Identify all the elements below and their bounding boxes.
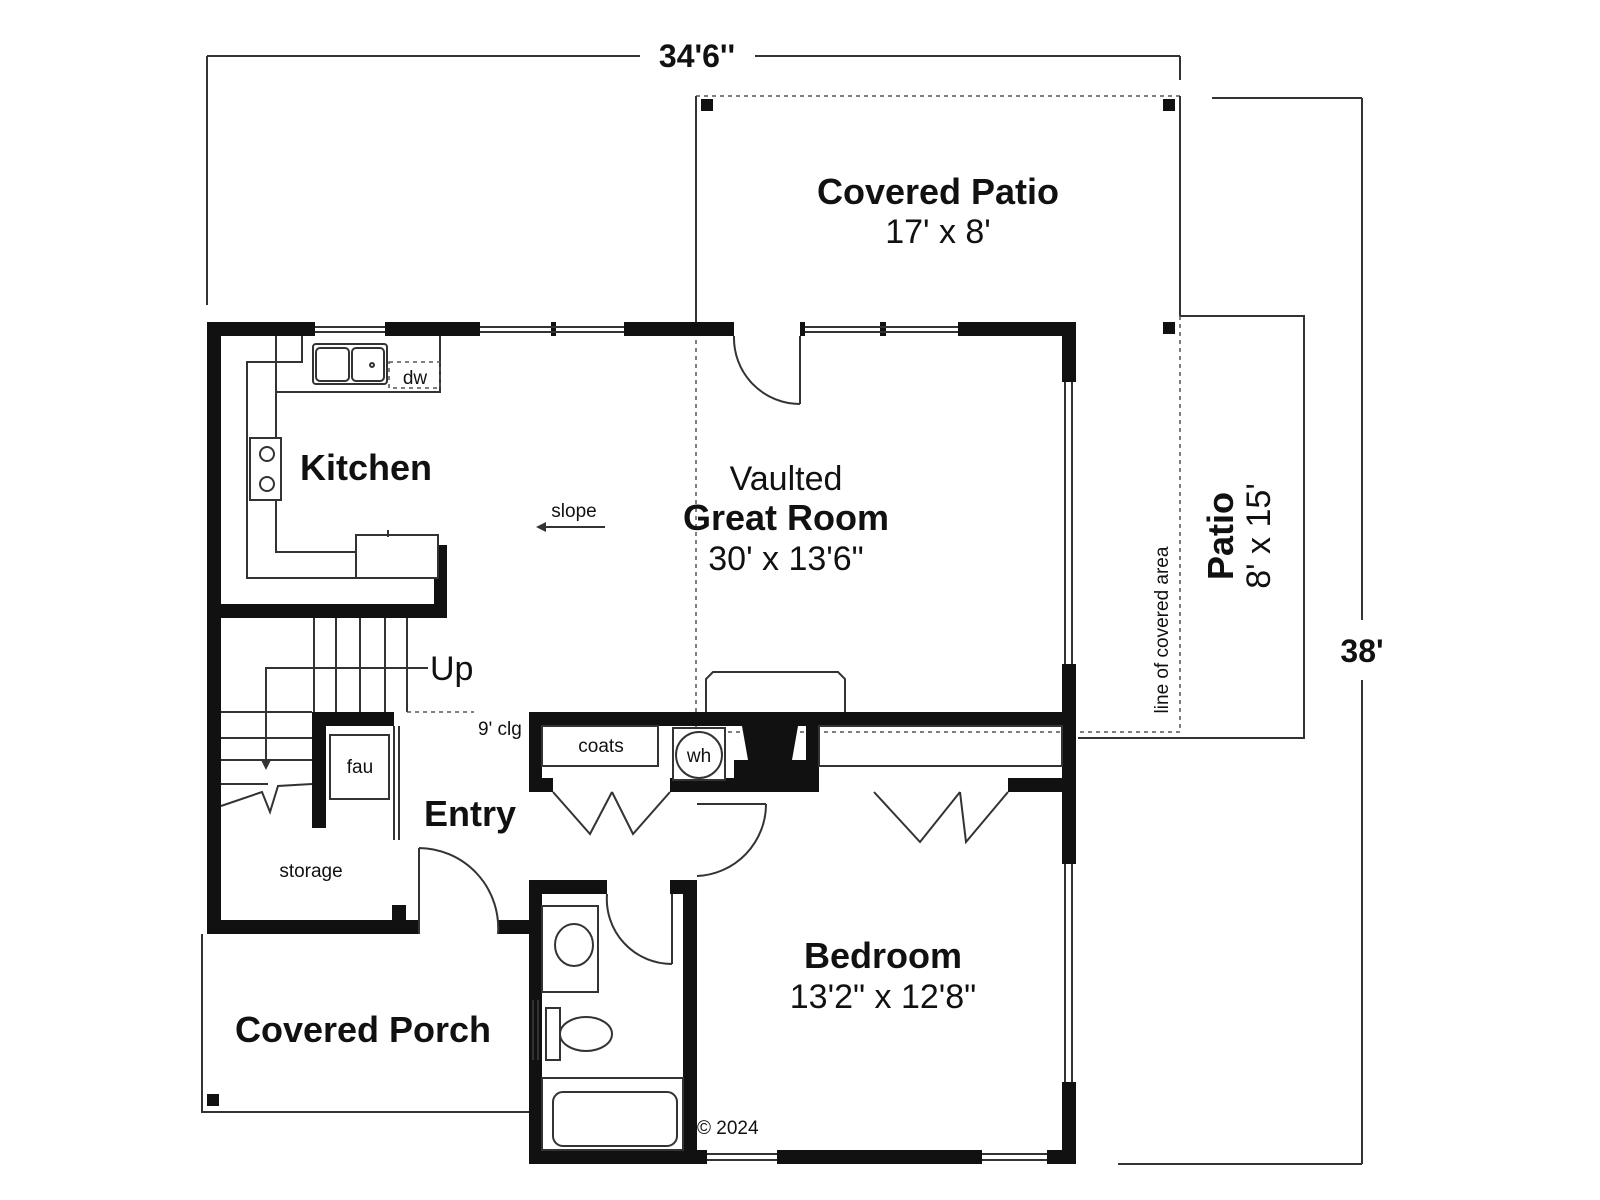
bathroom-vanity [541,905,599,993]
furnace-unit [329,726,400,840]
slope-label: slope [551,501,596,522]
slope-arrow [536,522,605,532]
bedroom-closet [818,725,1063,845]
copyright-notice: © 2024 [697,1118,759,1139]
water-heater [672,727,726,781]
covered-patio-outline [695,95,1181,733]
patio-outline [1078,315,1305,739]
overall-depth-dimension [1118,97,1363,1165]
kitchen-sink [312,343,388,385]
post [1163,322,1175,334]
water-heater-label: wh [686,746,711,767]
great-room-name: Great Room [683,497,889,538]
dishwasher [388,361,441,389]
coats-label: coats [578,736,623,757]
covered-porch-outline [201,934,529,1113]
covered-area-note: line of covered area [1152,546,1173,713]
bathtub [541,1077,684,1151]
kitchen-name: Kitchen [300,447,432,488]
bedroom-door [696,803,768,877]
patio-name: Patio [1200,492,1241,580]
up-label: Up [430,650,473,688]
kitchen-counters [246,336,441,579]
covered-patio-name: Covered Patio [817,171,1059,212]
entry-name: Entry [424,793,516,834]
ceiling-height-label: 9' clg [478,719,522,740]
covered-porch-name: Covered Porch [235,1009,491,1050]
bathroom-door [605,893,673,966]
storage-label: storage [279,861,342,882]
entry-door [418,847,500,935]
great-room-prefix: Vaulted [730,460,843,498]
dishwasher-label: dw [403,368,428,389]
post [207,1094,219,1106]
exterior-walls [207,322,1076,1164]
overall-depth-label: 38' [1340,633,1383,669]
coat-closet [541,725,671,836]
great-room-door [732,335,801,405]
post [1163,99,1175,111]
post [701,99,713,111]
overall-width-label: 34'6'' [659,38,735,74]
interior-walls [207,545,1076,1164]
covered-patio-size: 17' x 8' [885,213,991,251]
furnace-label: fau [347,757,373,778]
great-room-size: 30' x 13'6" [708,540,864,578]
bedroom-name: Bedroom [804,935,962,976]
fireplace-hearth [705,671,846,712]
bedroom-size: 13'2" x 12'8" [790,978,976,1016]
toilet [545,1007,613,1061]
staircase [220,618,474,816]
patio-size: 8' x 15' [1240,483,1278,589]
overall-width-dimension [206,55,1181,305]
